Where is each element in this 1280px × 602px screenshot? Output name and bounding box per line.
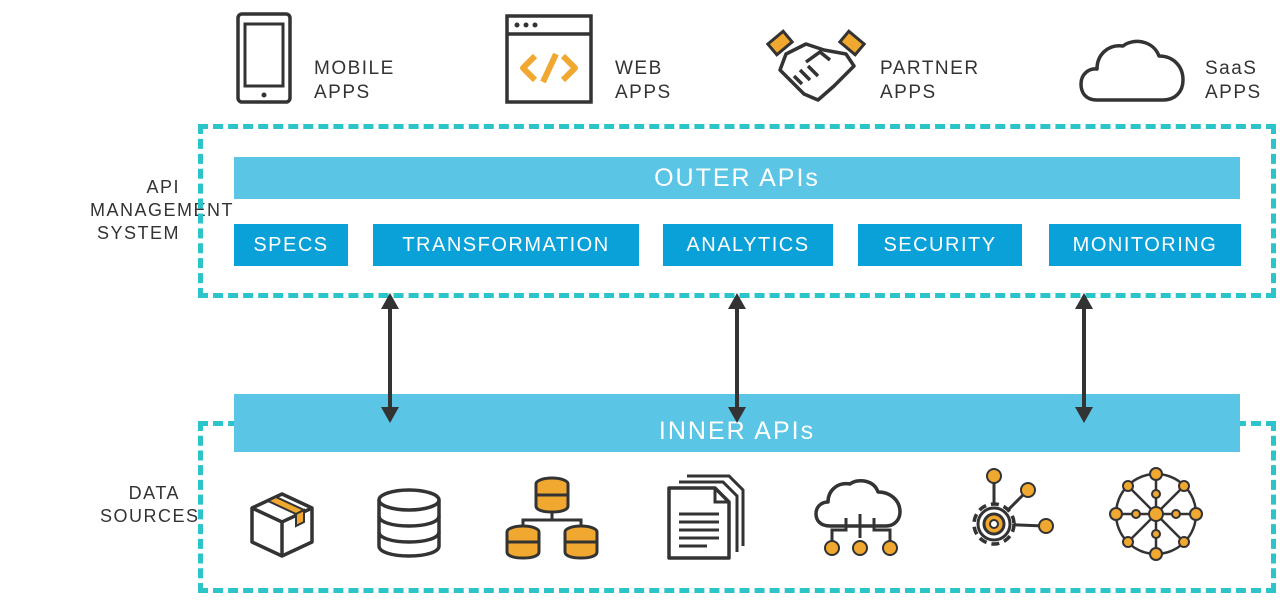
api-management-container: [198, 124, 1276, 298]
neural-network-icon: [1109, 467, 1203, 561]
smartphone-icon: [236, 12, 292, 104]
double-arrow-3: [1075, 293, 1093, 423]
handshake-icon: [765, 29, 867, 102]
database-icon: [377, 488, 441, 558]
double-arrow-1: [381, 293, 399, 423]
gear-network-icon: [972, 468, 1054, 546]
module-monitoring: MONITORING: [1049, 224, 1241, 266]
distributed-database-icon: [505, 476, 599, 560]
module-security: SECURITY: [858, 224, 1022, 266]
mobile-apps-label: MOBILE APPS: [314, 58, 395, 103]
outer-apis-band: OUTER APIs: [234, 157, 1240, 199]
module-specs: SPECS: [234, 224, 348, 266]
api-management-system-label: API MANAGEMENT SYSTEM: [90, 177, 235, 243]
data-sources-label: DATA SOURCES: [100, 483, 200, 526]
package-box-icon: [250, 492, 314, 558]
web-apps-label: WEB APPS: [615, 58, 672, 103]
double-arrow-2: [728, 293, 746, 423]
cloud-network-icon: [814, 478, 902, 556]
cloud-icon: [1079, 39, 1185, 102]
partner-apps-label: PARTNER APPS: [880, 58, 980, 103]
module-analytics: ANALYTICS: [663, 224, 833, 266]
browser-code-icon: [505, 14, 593, 104]
saas-apps-label: SaaS APPS: [1205, 58, 1262, 103]
inner-apis-band: INNER APIs: [234, 394, 1240, 452]
module-transformation: TRANSFORMATION: [373, 224, 639, 266]
documents-icon: [667, 474, 745, 560]
